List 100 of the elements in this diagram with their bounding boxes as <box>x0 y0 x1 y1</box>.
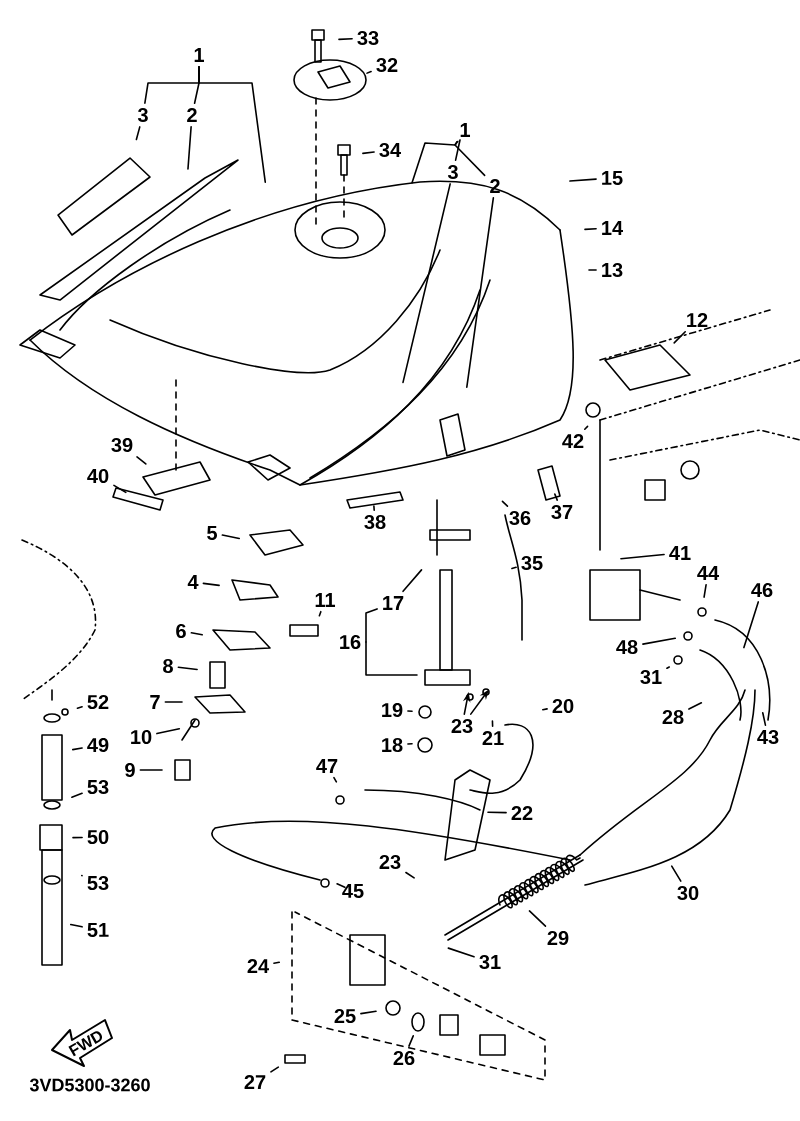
leader-line <box>454 140 486 177</box>
leader-line <box>554 493 559 501</box>
leader-line <box>366 70 372 74</box>
callout-number: 1 <box>460 123 470 137</box>
leader-line <box>584 228 597 231</box>
callout-number: 31 <box>640 669 662 685</box>
leader-line <box>447 947 475 958</box>
callout-number: 40 <box>87 468 109 484</box>
leader-line <box>81 874 83 877</box>
callout-number: 49 <box>87 737 109 753</box>
callout-number: 8 <box>163 658 173 674</box>
callout-number: 24 <box>247 959 269 973</box>
callout-number: 43 <box>757 729 779 745</box>
leader-line <box>670 865 682 882</box>
leader-line <box>72 747 83 751</box>
part-code: 3VD5300-3260 <box>29 1078 150 1092</box>
callout-number: 19 <box>382 702 403 718</box>
leader-line <box>333 776 338 783</box>
callout-number: 15 <box>602 171 623 185</box>
leader-line <box>187 126 192 170</box>
leader-line <box>584 425 589 431</box>
leader-line <box>466 197 495 388</box>
leader-line <box>501 500 509 507</box>
callout-number: 23 <box>379 854 401 870</box>
leader-line <box>136 456 147 465</box>
callout-number: 39 <box>111 437 133 453</box>
callout-number: 20 <box>552 698 574 714</box>
leader-line <box>666 666 671 670</box>
callout-number: 1 <box>194 48 204 62</box>
leader-line <box>69 923 83 928</box>
leader-line <box>270 1066 280 1073</box>
callout-number: 3 <box>137 107 148 123</box>
callout-number: 21 <box>482 731 504 745</box>
callout-number: 7 <box>150 695 160 709</box>
leader-line <box>743 601 760 649</box>
callout-number: 53 <box>87 779 109 795</box>
callout-number: 33 <box>357 30 379 46</box>
leader-line <box>318 610 322 617</box>
leader-line <box>642 637 676 645</box>
callout-number: 25 <box>334 1008 356 1024</box>
leader-line <box>528 910 547 927</box>
callout-number: 50 <box>87 829 109 845</box>
callout-number: 36 <box>509 510 531 526</box>
callout-number: 5 <box>207 526 217 540</box>
callout-number: 35 <box>521 555 543 571</box>
leader-line <box>365 641 418 676</box>
leader-line <box>703 583 707 598</box>
leader-line <box>71 792 83 799</box>
callout-number: 52 <box>87 694 109 710</box>
leader-line <box>688 702 703 710</box>
leader-line <box>164 701 183 703</box>
callout-number: 29 <box>547 930 569 946</box>
leader-line <box>408 1035 415 1047</box>
callout-number: 47 <box>316 759 338 773</box>
leader-line <box>402 569 423 593</box>
callout-number: 42 <box>562 434 584 448</box>
callout-number: 11 <box>315 593 335 607</box>
callout-number: 38 <box>364 514 386 530</box>
leader-line <box>542 708 548 711</box>
leader-line <box>190 632 203 636</box>
callout-number: 31 <box>479 954 501 970</box>
leader-line <box>156 727 181 735</box>
leader-line <box>454 139 461 161</box>
leader-line <box>135 126 141 141</box>
callout-number: 37 <box>551 504 573 520</box>
callout-number: 44 <box>697 566 719 580</box>
leader-line <box>336 883 346 889</box>
leader-line <box>620 553 665 560</box>
callout-number: 2 <box>187 108 197 122</box>
callout-number: 12 <box>687 313 708 327</box>
callout-number: 34 <box>379 142 401 158</box>
callout-number: 30 <box>677 885 699 901</box>
leader-line <box>407 710 413 712</box>
leader-line <box>588 269 597 271</box>
callout-number: 16 <box>340 634 361 650</box>
callout-number: 18 <box>382 737 403 753</box>
leader-line <box>202 582 220 587</box>
leader-line <box>76 706 83 710</box>
leader-line <box>511 566 517 570</box>
leader-line <box>405 871 415 879</box>
callout-number: 14 <box>602 221 623 235</box>
callout-number: 28 <box>662 709 684 725</box>
leader-line <box>72 836 83 839</box>
callout-number: 13 <box>602 262 623 278</box>
callout-number: 3 <box>447 164 458 180</box>
leader-line <box>360 1010 377 1015</box>
callout-number: 48 <box>616 639 638 655</box>
leader-line <box>362 151 375 155</box>
leader-line <box>491 720 494 728</box>
callout-number: 4 <box>187 575 199 589</box>
leader-line <box>761 711 767 726</box>
callout-number: 6 <box>176 623 186 639</box>
callout-number: 17 <box>383 596 404 610</box>
leader-line <box>407 743 413 745</box>
leader-line <box>177 666 198 671</box>
leader-line <box>569 178 597 182</box>
callout-number: 41 <box>669 546 691 560</box>
leader-line <box>338 37 353 41</box>
callout-number: 32 <box>376 57 398 73</box>
leader-line <box>673 331 686 344</box>
